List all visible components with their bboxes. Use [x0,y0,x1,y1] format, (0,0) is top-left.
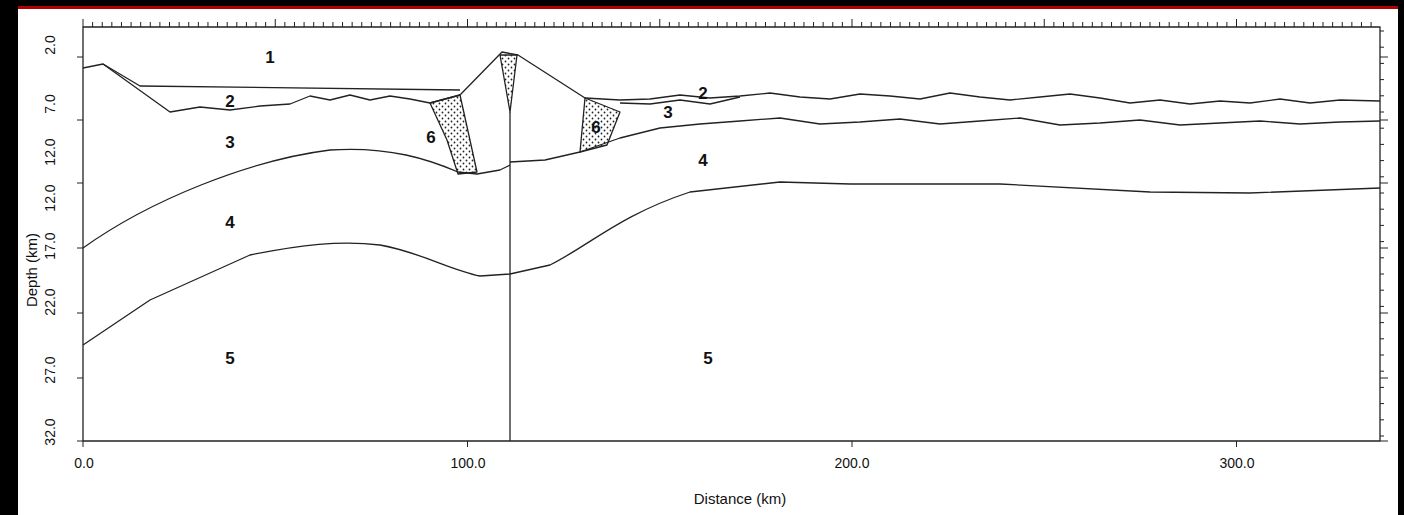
axis-title: Distance (km) [694,491,787,506]
layer-number: 2 [225,93,234,110]
layer-number: 2 [698,85,707,102]
axis-tick-label: 22.0 [43,288,57,315]
layer-number: 1 [265,49,274,66]
layer-number: 4 [698,152,707,169]
axis-tick-label: 100.0 [450,456,485,470]
axis-title: Depth (km) [24,233,39,307]
axis-tick-label: 300.0 [1219,456,1254,470]
axis-tick-label: 12.0 [43,138,57,165]
axis-tick-label: 27.0 [43,356,57,383]
axis-tick-label: 12.0 [43,184,57,211]
layer-number: 6 [591,119,600,136]
axis-tick-label: 2.0 [43,35,57,54]
plot-background [18,6,1398,515]
layer-number: 5 [225,350,234,367]
layer-number: 5 [703,350,712,367]
axis-tick-label: 200.0 [834,456,869,470]
axis-tick-label: 32.0 [43,418,57,445]
layer-number: 6 [426,129,435,146]
layer-number: 4 [225,214,234,231]
layer-number: 3 [225,134,234,151]
axis-tick-label: 7.0 [43,94,57,113]
axis-tick-label: 0.0 [74,456,93,470]
layer-number: 3 [663,104,672,121]
axis-tick-label: 17.0 [43,232,57,259]
